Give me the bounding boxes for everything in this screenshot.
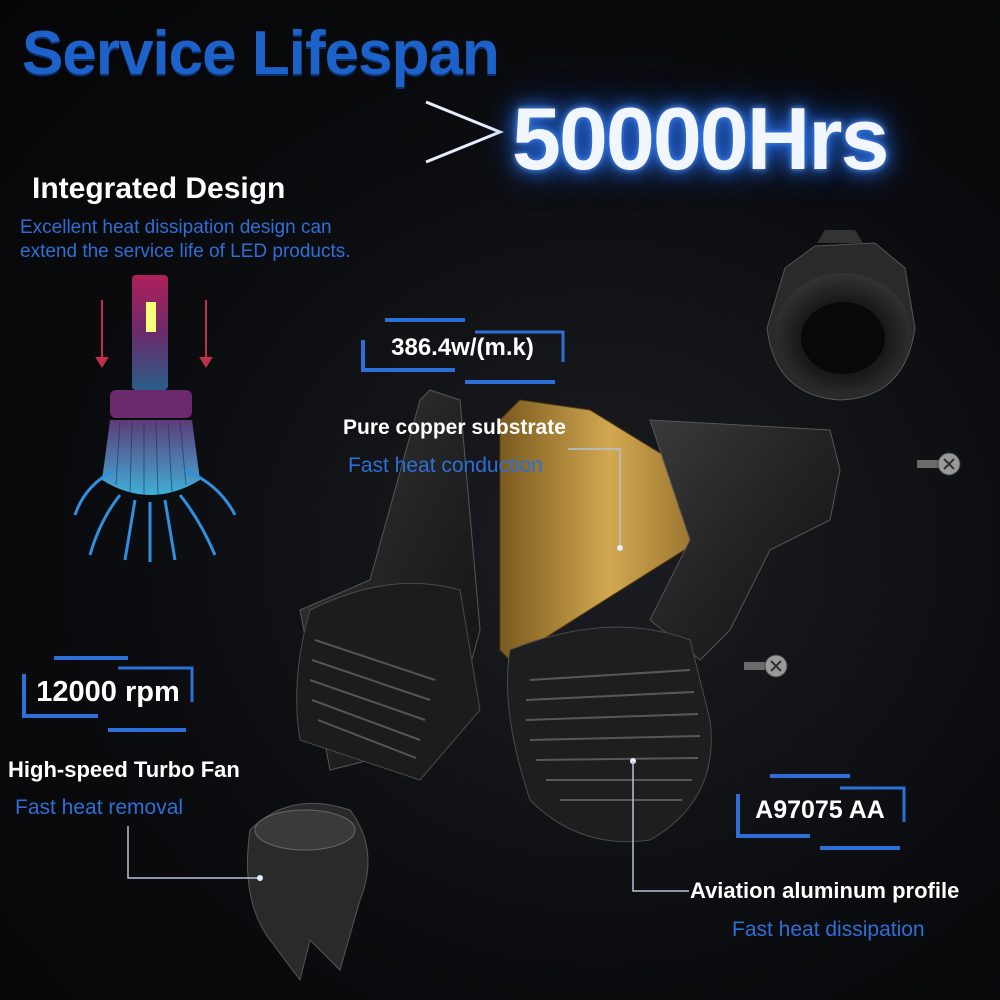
screw-icon bbox=[744, 654, 788, 678]
aluminum-sub: Fast heat dissipation bbox=[732, 918, 925, 941]
fan-badge: 12000 rpm bbox=[18, 650, 198, 738]
adapter-ring-icon bbox=[766, 230, 916, 401]
copper-badge: 386.4w/(m.k) bbox=[355, 310, 570, 390]
led-bulb-icon bbox=[73, 275, 237, 562]
badge-frame bbox=[22, 656, 194, 732]
exploded-bulb-illustration bbox=[247, 389, 841, 980]
copper-badge-text: 386.4w/(m.k) bbox=[391, 334, 534, 361]
copper-sub: Fast heat conduction bbox=[348, 454, 543, 477]
page-title: Service Lifespan bbox=[22, 19, 500, 88]
fan-sub: Fast heat removal bbox=[15, 796, 184, 819]
aluminum-callout-line bbox=[630, 758, 689, 892]
aluminum-badge-text: A97075 AA bbox=[755, 795, 885, 824]
fan-heading: High-speed Turbo Fan bbox=[8, 757, 240, 782]
badge-frame bbox=[736, 774, 906, 850]
integrated-description: Excellent heat dissipation design can ex… bbox=[20, 216, 351, 264]
aluminum-heading: Aviation aluminum profile bbox=[690, 878, 960, 903]
greater-than-symbol bbox=[425, 100, 504, 164]
copper-heading: Pure copper substrate bbox=[343, 416, 566, 439]
fan-callout-line bbox=[127, 826, 263, 881]
badge-frame bbox=[361, 318, 565, 384]
integrated-description-line1: Excellent heat dissipation design can bbox=[20, 217, 332, 238]
integrated-description-line2: extend the service life of LED products. bbox=[20, 241, 351, 262]
aluminum-badge: A97075 AA bbox=[730, 768, 910, 856]
airflow-arrow-icon bbox=[73, 468, 237, 562]
integrated-heading: Integrated Design bbox=[32, 172, 286, 205]
screw-icon bbox=[917, 452, 961, 476]
fan-badge-text: 12000 rpm bbox=[36, 675, 180, 708]
lifespan-value: 50000Hrs bbox=[512, 89, 889, 188]
copper-callout-line bbox=[568, 448, 623, 551]
